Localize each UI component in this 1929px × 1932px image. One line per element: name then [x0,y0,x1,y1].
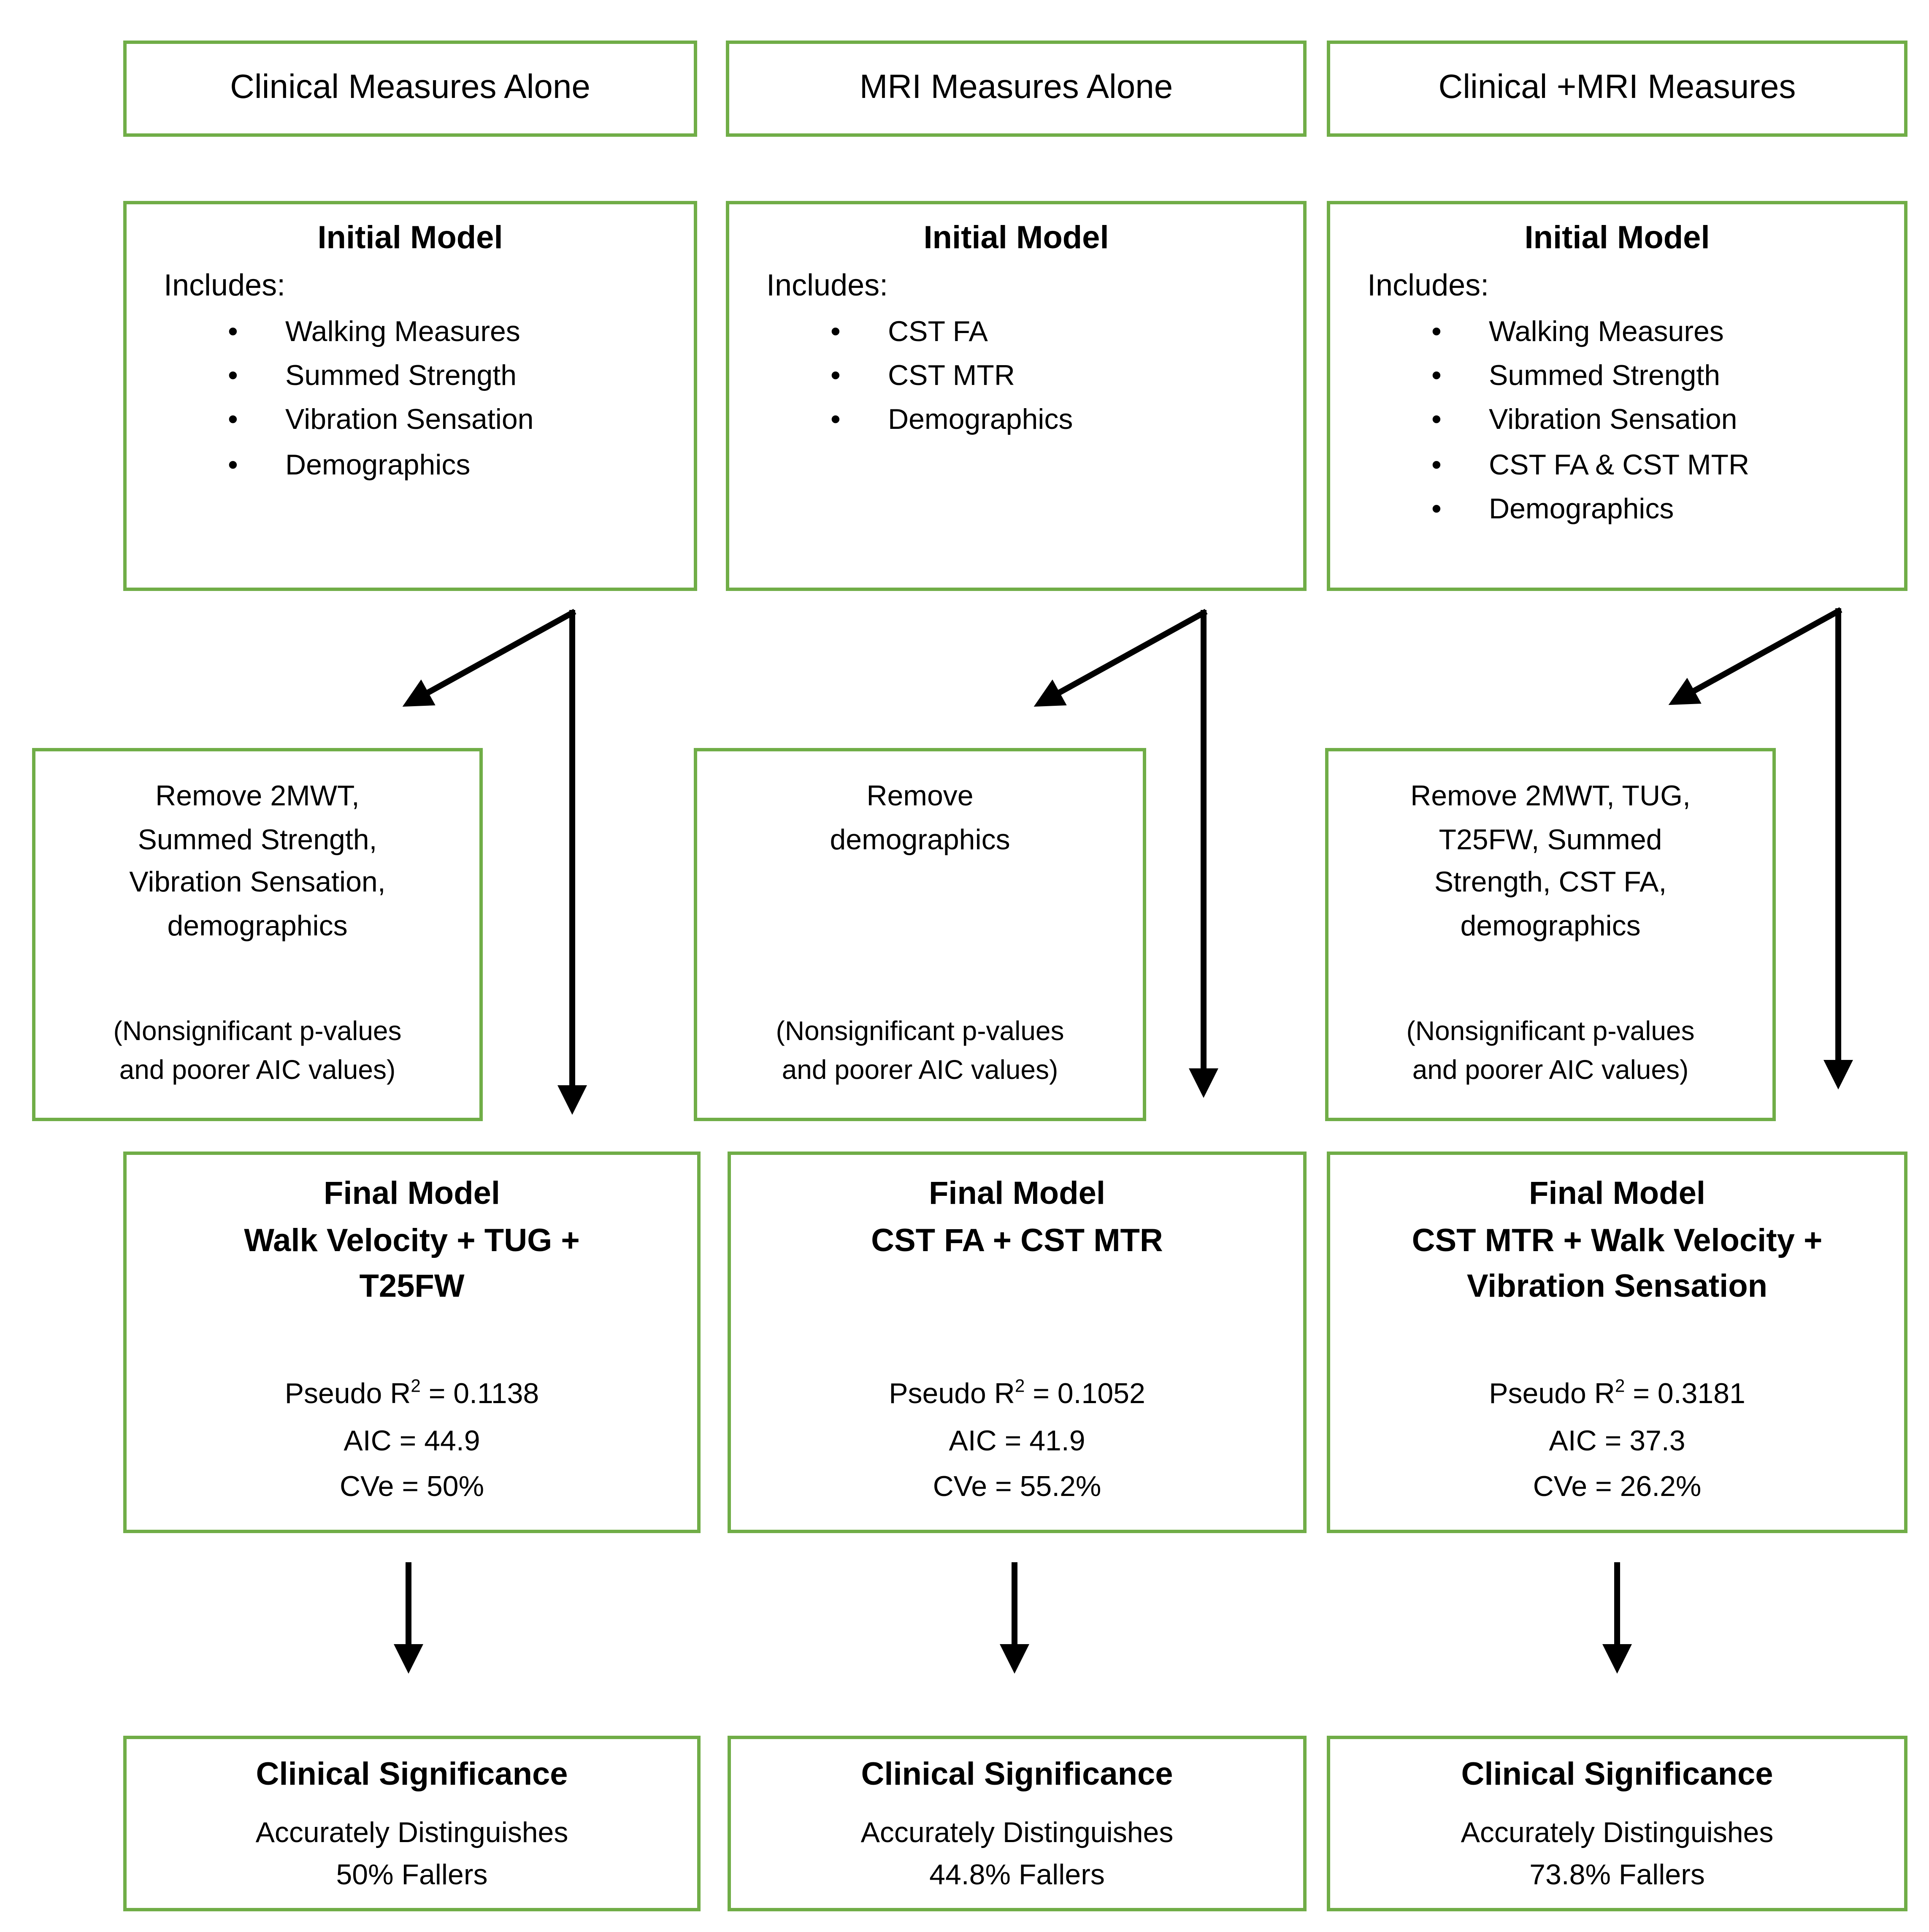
bullet-item: Summed Strength [1344,355,1891,400]
final-model-title: Final Model CST MTR + Walk Velocity + Vi… [1344,1172,1891,1311]
remove-variables-box: Remove 2MWT, Summed Strength, Vibration … [32,748,483,1121]
remove-variables-text: Remove demographics [830,780,1010,855]
final-model-variables: Walk Velocity + TUG + T25FW [244,1223,580,1306]
bullet-item: Walking Measures [1344,310,1891,355]
remove-variables-text: Remove 2MWT, Summed Strength, Vibration … [129,780,386,941]
clinical-significance-title: Clinical Significance [861,1758,1173,1793]
initial-model-bullet-list: Walking Measures Summed Strength Vibrati… [140,310,680,489]
final-model-box: Final Model Walk Velocity + TUG + T25FW … [123,1152,701,1533]
clinical-significance-text: Accurately Distinguishes 50% Fallers [255,1816,568,1891]
bullet-item: Vibration Sensation [1344,399,1891,444]
bullet-item: Demographics [140,444,680,489]
bullet-item: Demographics [743,399,1290,444]
remove-variables-box: Remove 2MWT, TUG, T25FW, Summed Strength… [1325,748,1776,1121]
includes-label: Includes: [1367,268,1489,302]
pseudo-r2-stat: Pseudo R2 = 0.1052 [889,1377,1145,1411]
remove-reason-note: (Nonsignificant p-values and poorer AIC … [776,1017,1064,1086]
pseudo-r2-stat: Pseudo R2 = 0.3181 [1489,1377,1745,1411]
initial-model-box: Initial Model Includes: Walking Measures… [123,201,697,591]
final-model-title: Final Model Walk Velocity + TUG + T25FW [140,1172,684,1311]
bullet-item: CST MTR [743,355,1290,400]
column-header: MRI Measures Alone [726,41,1307,137]
includes-label: Includes: [766,268,888,302]
elbow-arrow-to-remove-col3 [1668,607,1842,705]
initial-model-bullet-list: Walking Measures Summed Strength Vibrati… [1344,310,1891,533]
aic-stat: AIC = 41.9 [949,1424,1085,1457]
elbow-arrow-to-remove-col1 [402,609,576,707]
clinical-significance-text: Accurately Distinguishes 73.8% Fallers [1461,1816,1774,1891]
clinical-significance-title: Clinical Significance [1461,1758,1773,1793]
final-model-label: Final Model [324,1177,500,1212]
cve-stat: CVe = 55.2% [933,1470,1101,1503]
remove-variables-box: Remove demographics (Nonsignificant p-va… [694,748,1146,1121]
bullet-item: Walking Measures [140,310,680,355]
column-title: Clinical +MRI Measures [1438,69,1796,106]
aic-stat: AIC = 44.9 [344,1424,480,1457]
aic-stat: AIC = 37.3 [1549,1424,1686,1457]
column-header: Clinical Measures Alone [123,41,697,137]
clinical-significance-title: Clinical Significance [256,1758,568,1793]
bullet-item: Summed Strength [140,355,680,400]
column-title: MRI Measures Alone [859,69,1173,106]
final-model-stats: Pseudo R2 = 0.3181 AIC = 37.3 CVe = 26.2… [1344,1372,1891,1509]
pseudo-r2-stat: Pseudo R2 = 0.1138 [284,1377,539,1411]
bullet-item: Vibration Sensation [140,399,680,444]
bullet-item: CST FA [743,310,1290,355]
cve-stat: CVe = 26.2% [1533,1470,1702,1503]
remove-reason-note: (Nonsignificant p-values and poorer AIC … [1406,1017,1695,1086]
bullet-item: CST FA & CST MTR [1344,444,1891,489]
column-header: Clinical +MRI Measures [1327,41,1907,137]
clinical-significance-box: Clinical Significance Accurately Disting… [1327,1736,1907,1911]
remove-reason-note: (Nonsignificant p-values and poorer AIC … [113,1017,402,1086]
initial-model-box: Initial Model Includes: Walking Measures… [1327,201,1907,591]
final-model-box: Final Model CST MTR + Walk Velocity + Vi… [1327,1152,1907,1533]
initial-model-title: Initial Model [923,221,1109,257]
final-model-stats: Pseudo R2 = 0.1138 AIC = 44.9 CVe = 50% [140,1372,684,1509]
includes-label: Includes: [164,268,286,302]
clinical-significance-box: Clinical Significance Accurately Disting… [728,1736,1307,1911]
final-model-label: Final Model [929,1177,1105,1212]
elbow-arrow-to-remove-col2 [1033,609,1208,707]
final-model-stats: Pseudo R2 = 0.1052 AIC = 41.9 CVe = 55.2… [744,1372,1290,1509]
cve-stat: CVe = 50% [339,1470,484,1503]
initial-model-title: Initial Model [317,221,503,257]
clinical-significance-box: Clinical Significance Accurately Disting… [123,1736,701,1911]
final-model-variables: CST FA + CST MTR [871,1223,1163,1259]
initial-model-box: Initial Model Includes: CST FA CST MTR D… [726,201,1307,591]
final-model-variables: CST MTR + Walk Velocity + Vibration Sens… [1412,1223,1823,1306]
remove-variables-text: Remove 2MWT, TUG, T25FW, Summed Strength… [1410,780,1691,941]
bullet-item: Demographics [1344,488,1891,533]
final-model-title: Final Model CST FA + CST MTR [744,1172,1290,1265]
clinical-significance-text: Accurately Distinguishes 44.8% Fallers [860,1816,1174,1891]
column-title: Clinical Measures Alone [230,69,590,106]
initial-model-title: Initial Model [1524,221,1710,257]
initial-model-bullet-list: CST FA CST MTR Demographics [743,310,1290,444]
final-model-box: Final Model CST FA + CST MTR Pseudo R2 =… [728,1152,1307,1533]
final-model-label: Final Model [1529,1177,1705,1212]
